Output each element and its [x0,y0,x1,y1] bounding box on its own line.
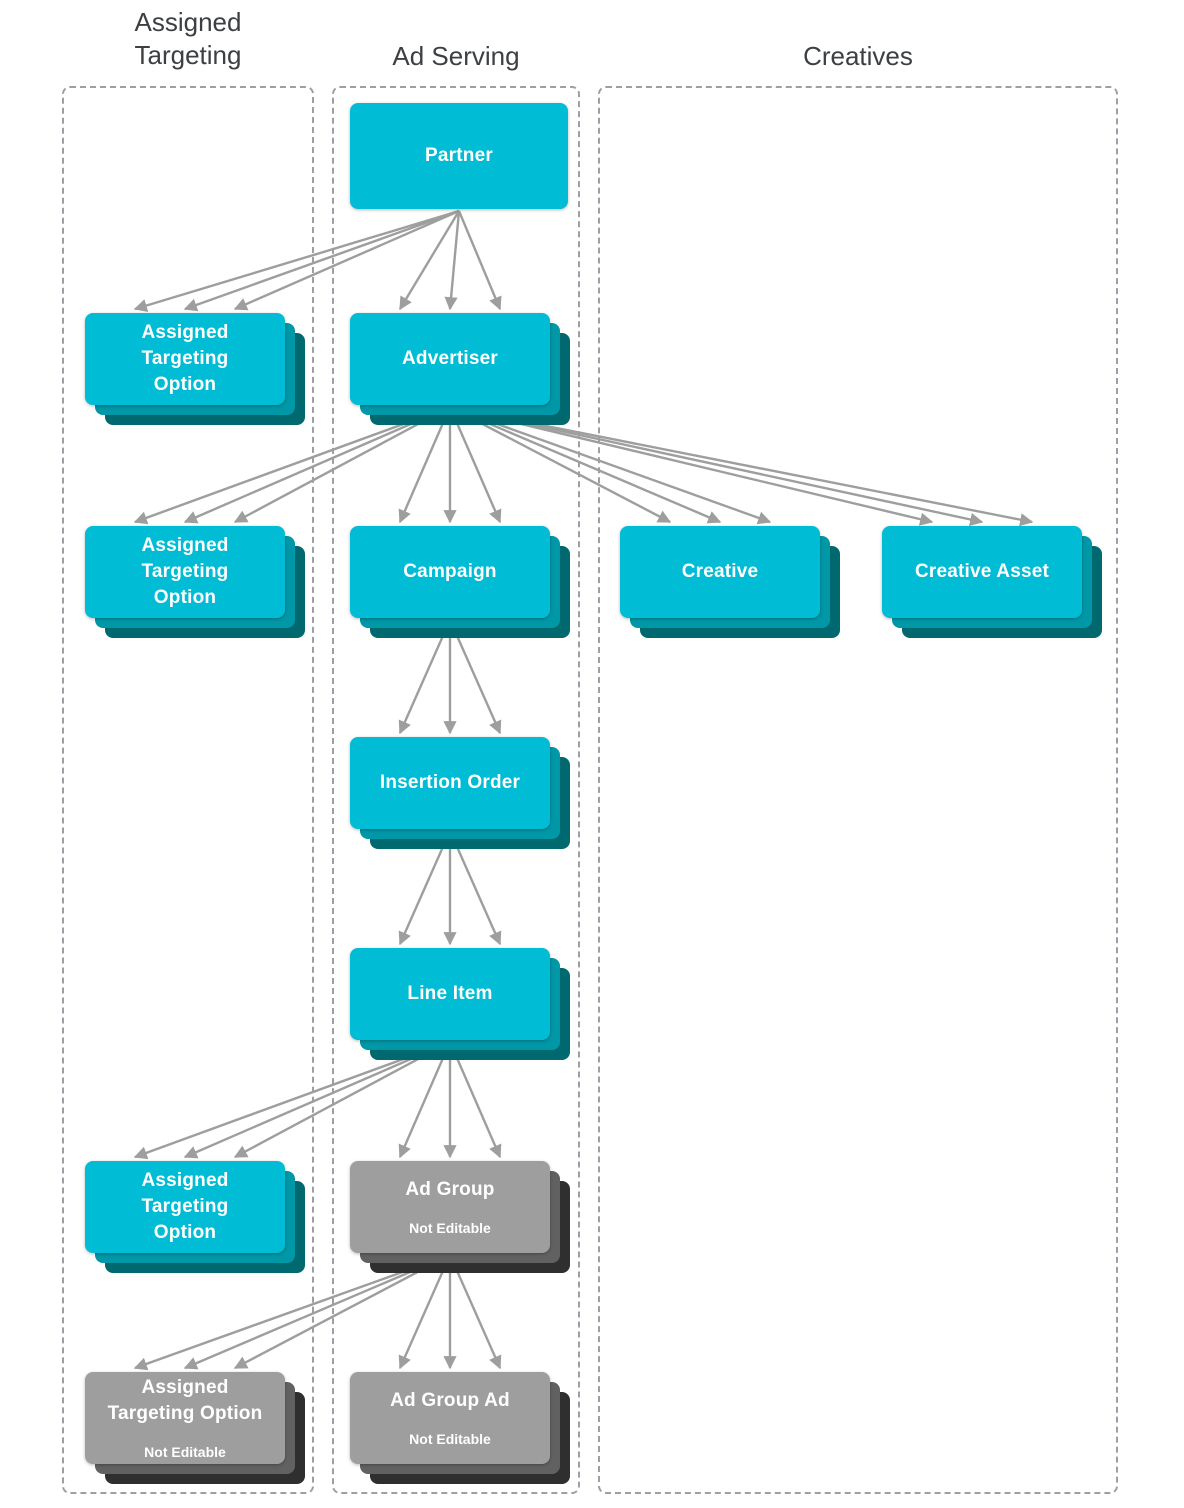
column-title-creatives: Creatives [803,41,913,71]
node-sublabel-not-editable: Not Editable [409,1220,491,1236]
node-card: Assigned Targeting Option [85,1161,285,1253]
node-label: Insertion Order [379,772,521,793]
node-label: Ad Group [405,1179,495,1200]
node-card: Assigned Targeting Option [85,526,285,618]
node-line-item: Line Item [350,948,570,1060]
node-label: Line Item [407,983,493,1004]
node-card: Creative [620,526,820,618]
node-card: Assigned Targeting Option [85,313,285,405]
node-ad-group-ad: Ad Group Ad Not Editable [350,1372,570,1484]
column-title-assigned-targeting: Assigned Targeting [134,7,242,70]
node-ato-partner: Assigned Targeting Option [85,313,305,425]
node-label: Advertiser [402,348,498,369]
node-advertiser: Advertiser [350,313,570,425]
node-label: Partner [425,145,493,166]
node-card: Partner [350,103,568,209]
column-region-assigned-targeting [62,86,314,1494]
node-sublabel-not-editable: Not Editable [144,1444,226,1460]
column-region-ad-serving [332,86,580,1494]
node-label: Assigned Targeting Option [107,1377,263,1424]
node-partner: Partner [350,103,568,209]
node-label: Ad Group Ad [390,1390,510,1411]
node-card: Campaign [350,526,550,618]
node-label: Campaign [403,561,497,582]
node-card: Ad Group Ad Not Editable [350,1372,550,1464]
node-creative-asset: Creative Asset [882,526,1102,638]
node-insertion-order: Insertion Order [350,737,570,849]
node-label: Creative [681,561,759,582]
node-ato-advertiser: Assigned Targeting Option [85,526,305,638]
node-creative: Creative [620,526,840,638]
node-ato-lineitem: Assigned Targeting Option [85,1161,305,1273]
node-label: Assigned Targeting Option [141,322,229,395]
node-card: Advertiser [350,313,550,405]
node-sublabel-not-editable: Not Editable [409,1431,491,1447]
node-card: Creative Asset [882,526,1082,618]
node-label: Creative Asset [914,561,1050,582]
node-card: Insertion Order [350,737,550,829]
node-campaign: Campaign [350,526,570,638]
node-label: Assigned Targeting Option [141,1170,229,1243]
node-card: Line Item [350,948,550,1040]
column-title-ad-serving: Ad Serving [392,41,520,71]
column-region-creatives [598,86,1118,1494]
node-label: Assigned Targeting Option [141,535,229,608]
